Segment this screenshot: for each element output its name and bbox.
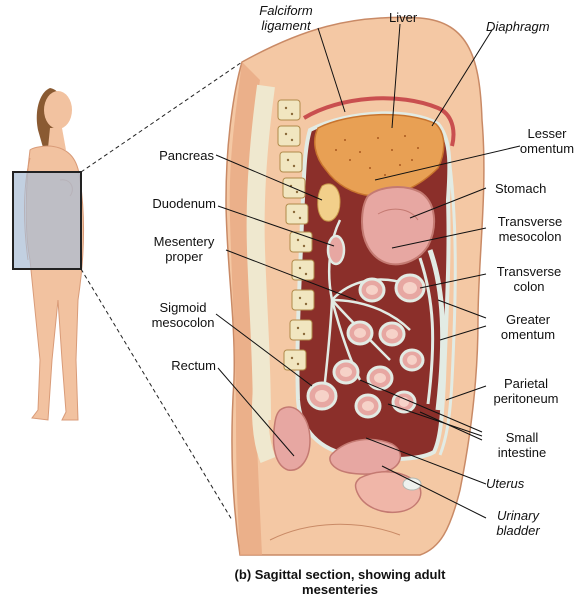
connector-line-top (80, 61, 243, 173)
label-urinary-bladder: Urinary bladder (496, 508, 540, 538)
label-pancreas: Pancreas (159, 148, 214, 163)
vertebra-texture (284, 106, 308, 366)
section-region-box (12, 171, 82, 270)
label-diaphragm: Diaphragm (486, 19, 550, 34)
figure-caption: (b) Sagittal section, showing adult mese… (234, 567, 446, 597)
label-sigmoid-mesocolon: Sigmoid mesocolon (151, 300, 215, 330)
label-small-intestine: Small intestine (497, 430, 547, 460)
liver-texture (335, 135, 419, 176)
label-parietal-peritoneum: Parietal peritoneum (493, 376, 559, 406)
label-falciform-ligament: Falciform ligament (259, 3, 313, 33)
label-liver: Liver (389, 10, 418, 25)
label-stomach: Stomach (495, 181, 547, 196)
label-rectum: Rectum (171, 358, 216, 373)
label-transverse-colon: Transverse colon (496, 264, 562, 294)
label-transverse-mesocolon: Transverse mesocolon (497, 214, 563, 244)
label-lesser-omentum: Lesser omentum (519, 126, 575, 156)
leader-lines (215, 23, 521, 519)
sagittal-section (225, 16, 485, 556)
label-duodenum: Duodenum (152, 196, 216, 211)
intestine-loops (306, 277, 425, 419)
label-uterus: Uterus (486, 476, 525, 491)
label-mesentery-proper: Mesentery proper (153, 234, 215, 264)
vertebrae (277, 99, 315, 371)
label-greater-omentum: Greater omentum (500, 312, 556, 342)
